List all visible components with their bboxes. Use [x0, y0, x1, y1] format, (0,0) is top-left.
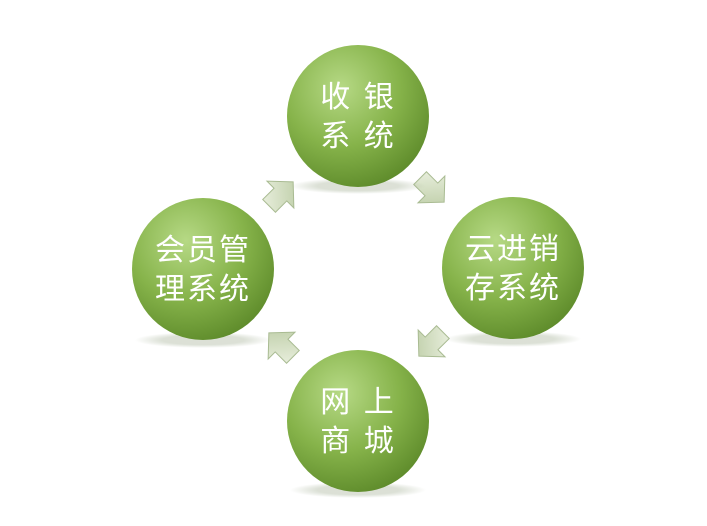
arrow-erp-to-mall	[417, 325, 450, 358]
node-circle	[132, 198, 274, 340]
node-circle	[442, 197, 584, 339]
node-label-line-1: 收 银	[320, 80, 396, 115]
node-circle	[287, 45, 429, 187]
node-label-line-1: 网 上	[320, 385, 396, 420]
arrow-member-to-pos	[262, 180, 295, 213]
arrow-mall-to-member	[267, 331, 300, 364]
node-erp-system: 云进销 存系统	[442, 197, 584, 347]
node-pos-system: 收 银 系 统	[287, 45, 429, 194]
node-label-line-1: 会员管	[155, 233, 251, 268]
node-circle	[287, 350, 429, 492]
node-label-line-2: 存系统	[465, 271, 561, 306]
node-online-mall: 网 上 商 城	[287, 350, 429, 498]
node-label-line-2: 理系统	[155, 272, 251, 307]
node-label-line-1: 云进销	[465, 232, 561, 267]
node-label-line-2: 系 统	[320, 119, 396, 154]
node-member-system: 会员管 理系统	[132, 198, 274, 348]
node-label-line-2: 商 城	[320, 424, 396, 459]
